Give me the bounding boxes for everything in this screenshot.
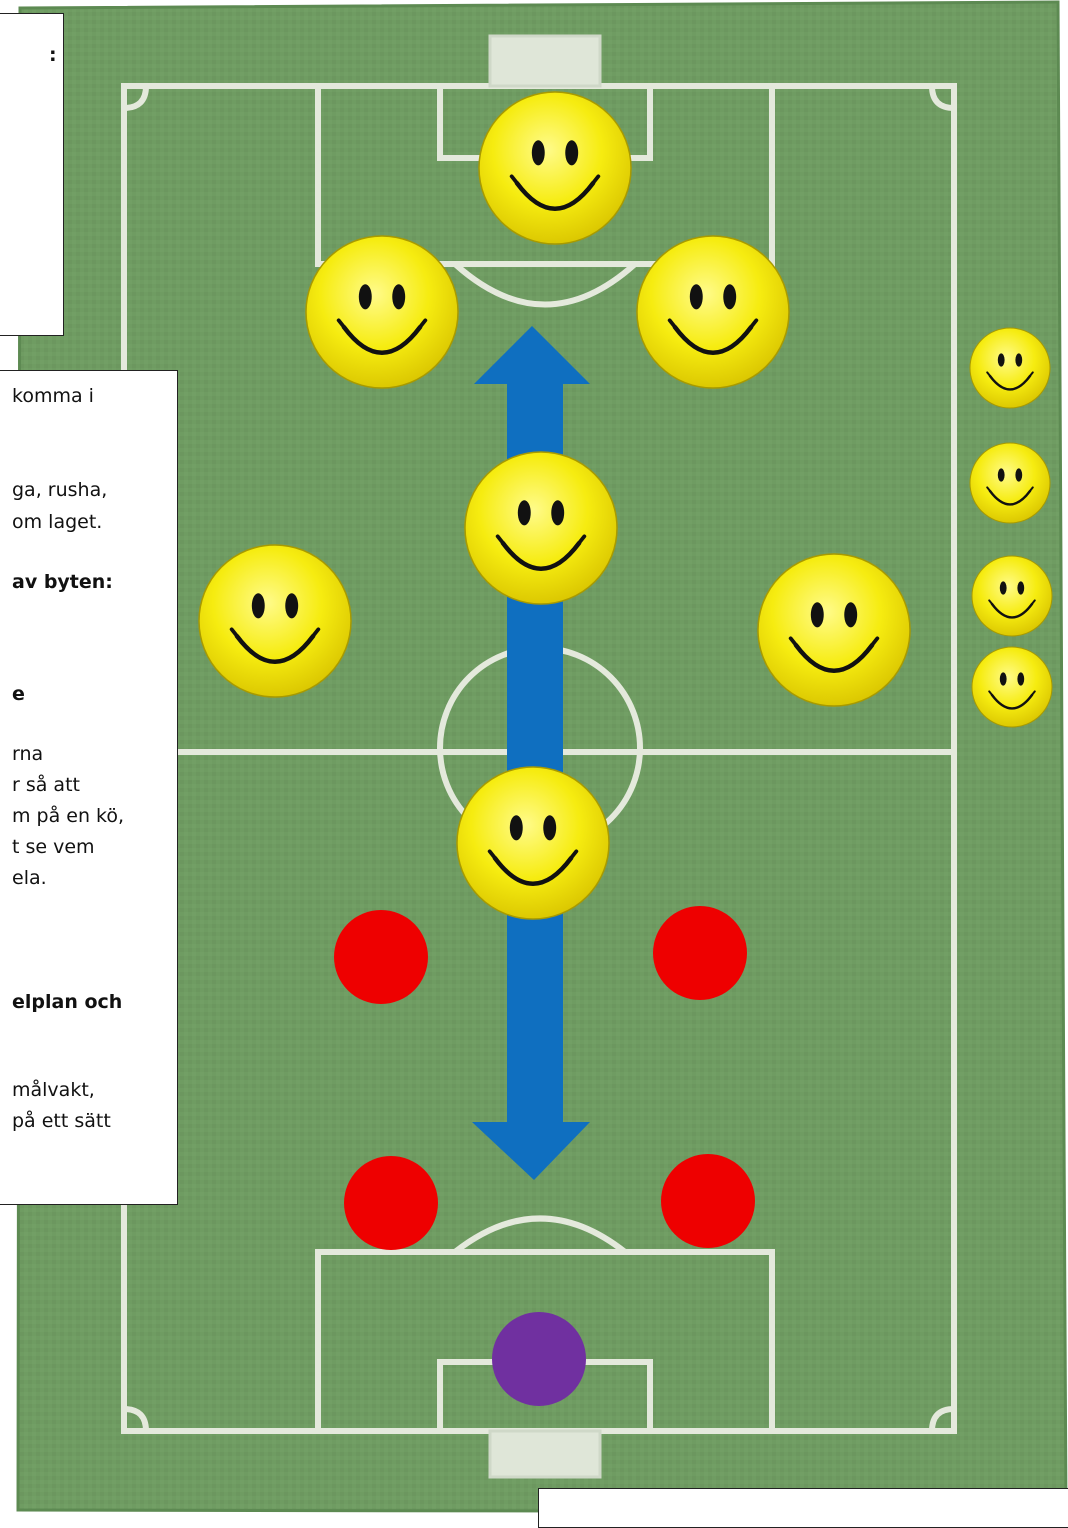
bottom-goal: [490, 1431, 600, 1477]
text-box-2: komma i ga, rusha, om laget. av byten: e…: [0, 370, 178, 1205]
text-box-2-line: av byten:: [12, 569, 113, 596]
substitute-smiley-icon: [970, 328, 1050, 408]
text-box-2-line: m på en kö,: [12, 803, 124, 830]
text-box-2-line: ela.: [12, 865, 47, 892]
smiley-icon: [758, 554, 910, 706]
text-box-2-line: på ett sätt: [12, 1108, 111, 1135]
substitute-smiley-icon: [972, 556, 1052, 636]
smiley-icon: [479, 92, 631, 244]
red-circle: [344, 1156, 438, 1250]
text-box-2-line: t se vem: [12, 834, 95, 861]
text-box-1: :: [0, 13, 64, 336]
red-circle: [334, 910, 428, 1004]
text-box-3: [538, 1488, 1068, 1528]
substitute-smiley-icon: [970, 443, 1050, 523]
smiley-icon: [637, 236, 789, 388]
smiley-icon: [306, 236, 458, 388]
smiley-icon: [457, 767, 609, 919]
text-box-2-line: r så att: [12, 772, 80, 799]
text-box-2-line: e: [12, 681, 25, 708]
text-box-2-line: elplan och: [12, 989, 122, 1016]
top-goal: [490, 36, 600, 86]
text-box-2-line: målvakt,: [12, 1077, 95, 1104]
red-circle: [653, 906, 747, 1000]
smiley-icon: [199, 545, 351, 697]
substitute-smiley-icon: [972, 647, 1052, 727]
purple-circle: [492, 1312, 586, 1406]
text-box-2-line: om laget.: [12, 509, 102, 536]
text-box-2-line: rna: [12, 741, 43, 768]
red-circle: [661, 1154, 755, 1248]
text-box-2-line: komma i: [12, 383, 94, 410]
smiley-icon: [465, 452, 617, 604]
text-box-2-line: ga, rusha,: [12, 477, 107, 504]
text-box-1-line: :: [49, 42, 57, 69]
